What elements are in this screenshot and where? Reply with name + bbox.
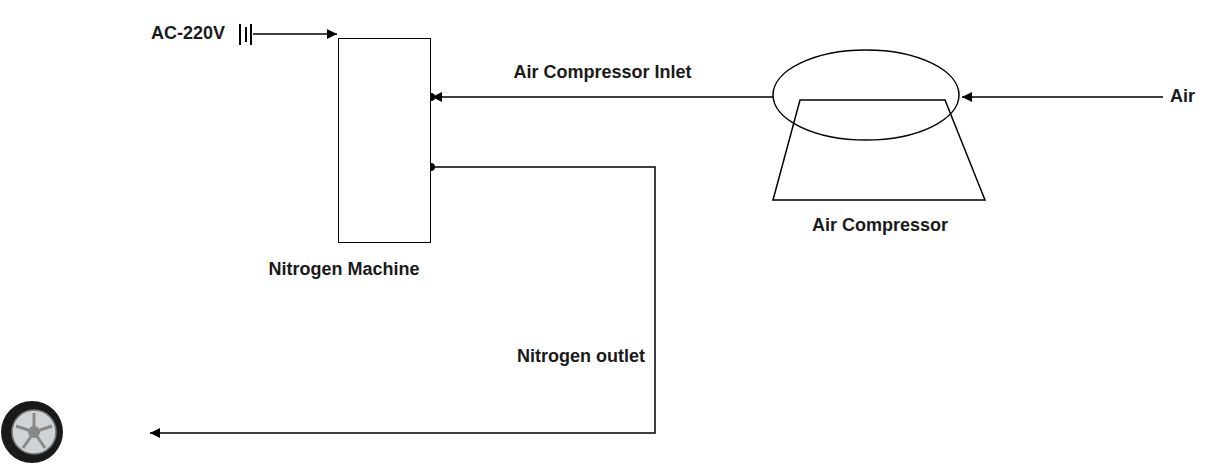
node-label: Nitrogen Machine: [269, 260, 420, 280]
tyre-icon: [1, 401, 63, 463]
machine-box: Nitrogen Machine: [338, 38, 431, 243]
compressor-outline: [770, 48, 990, 203]
air-pipe: [432, 96, 773, 98]
edge-label: Air Compressor Inlet: [513, 63, 691, 83]
annotation-label: AC-220V: [151, 24, 225, 44]
annotation-label: Nitrogen outlet: [517, 347, 645, 367]
battery-symbol: [240, 24, 251, 45]
air-arrow: [962, 96, 1163, 98]
power-arrow: [253, 33, 337, 35]
compressor-shape: Air Compressor: [770, 48, 990, 203]
annotation-label: Air: [1170, 87, 1195, 107]
node-label: Air Compressor: [812, 216, 948, 236]
